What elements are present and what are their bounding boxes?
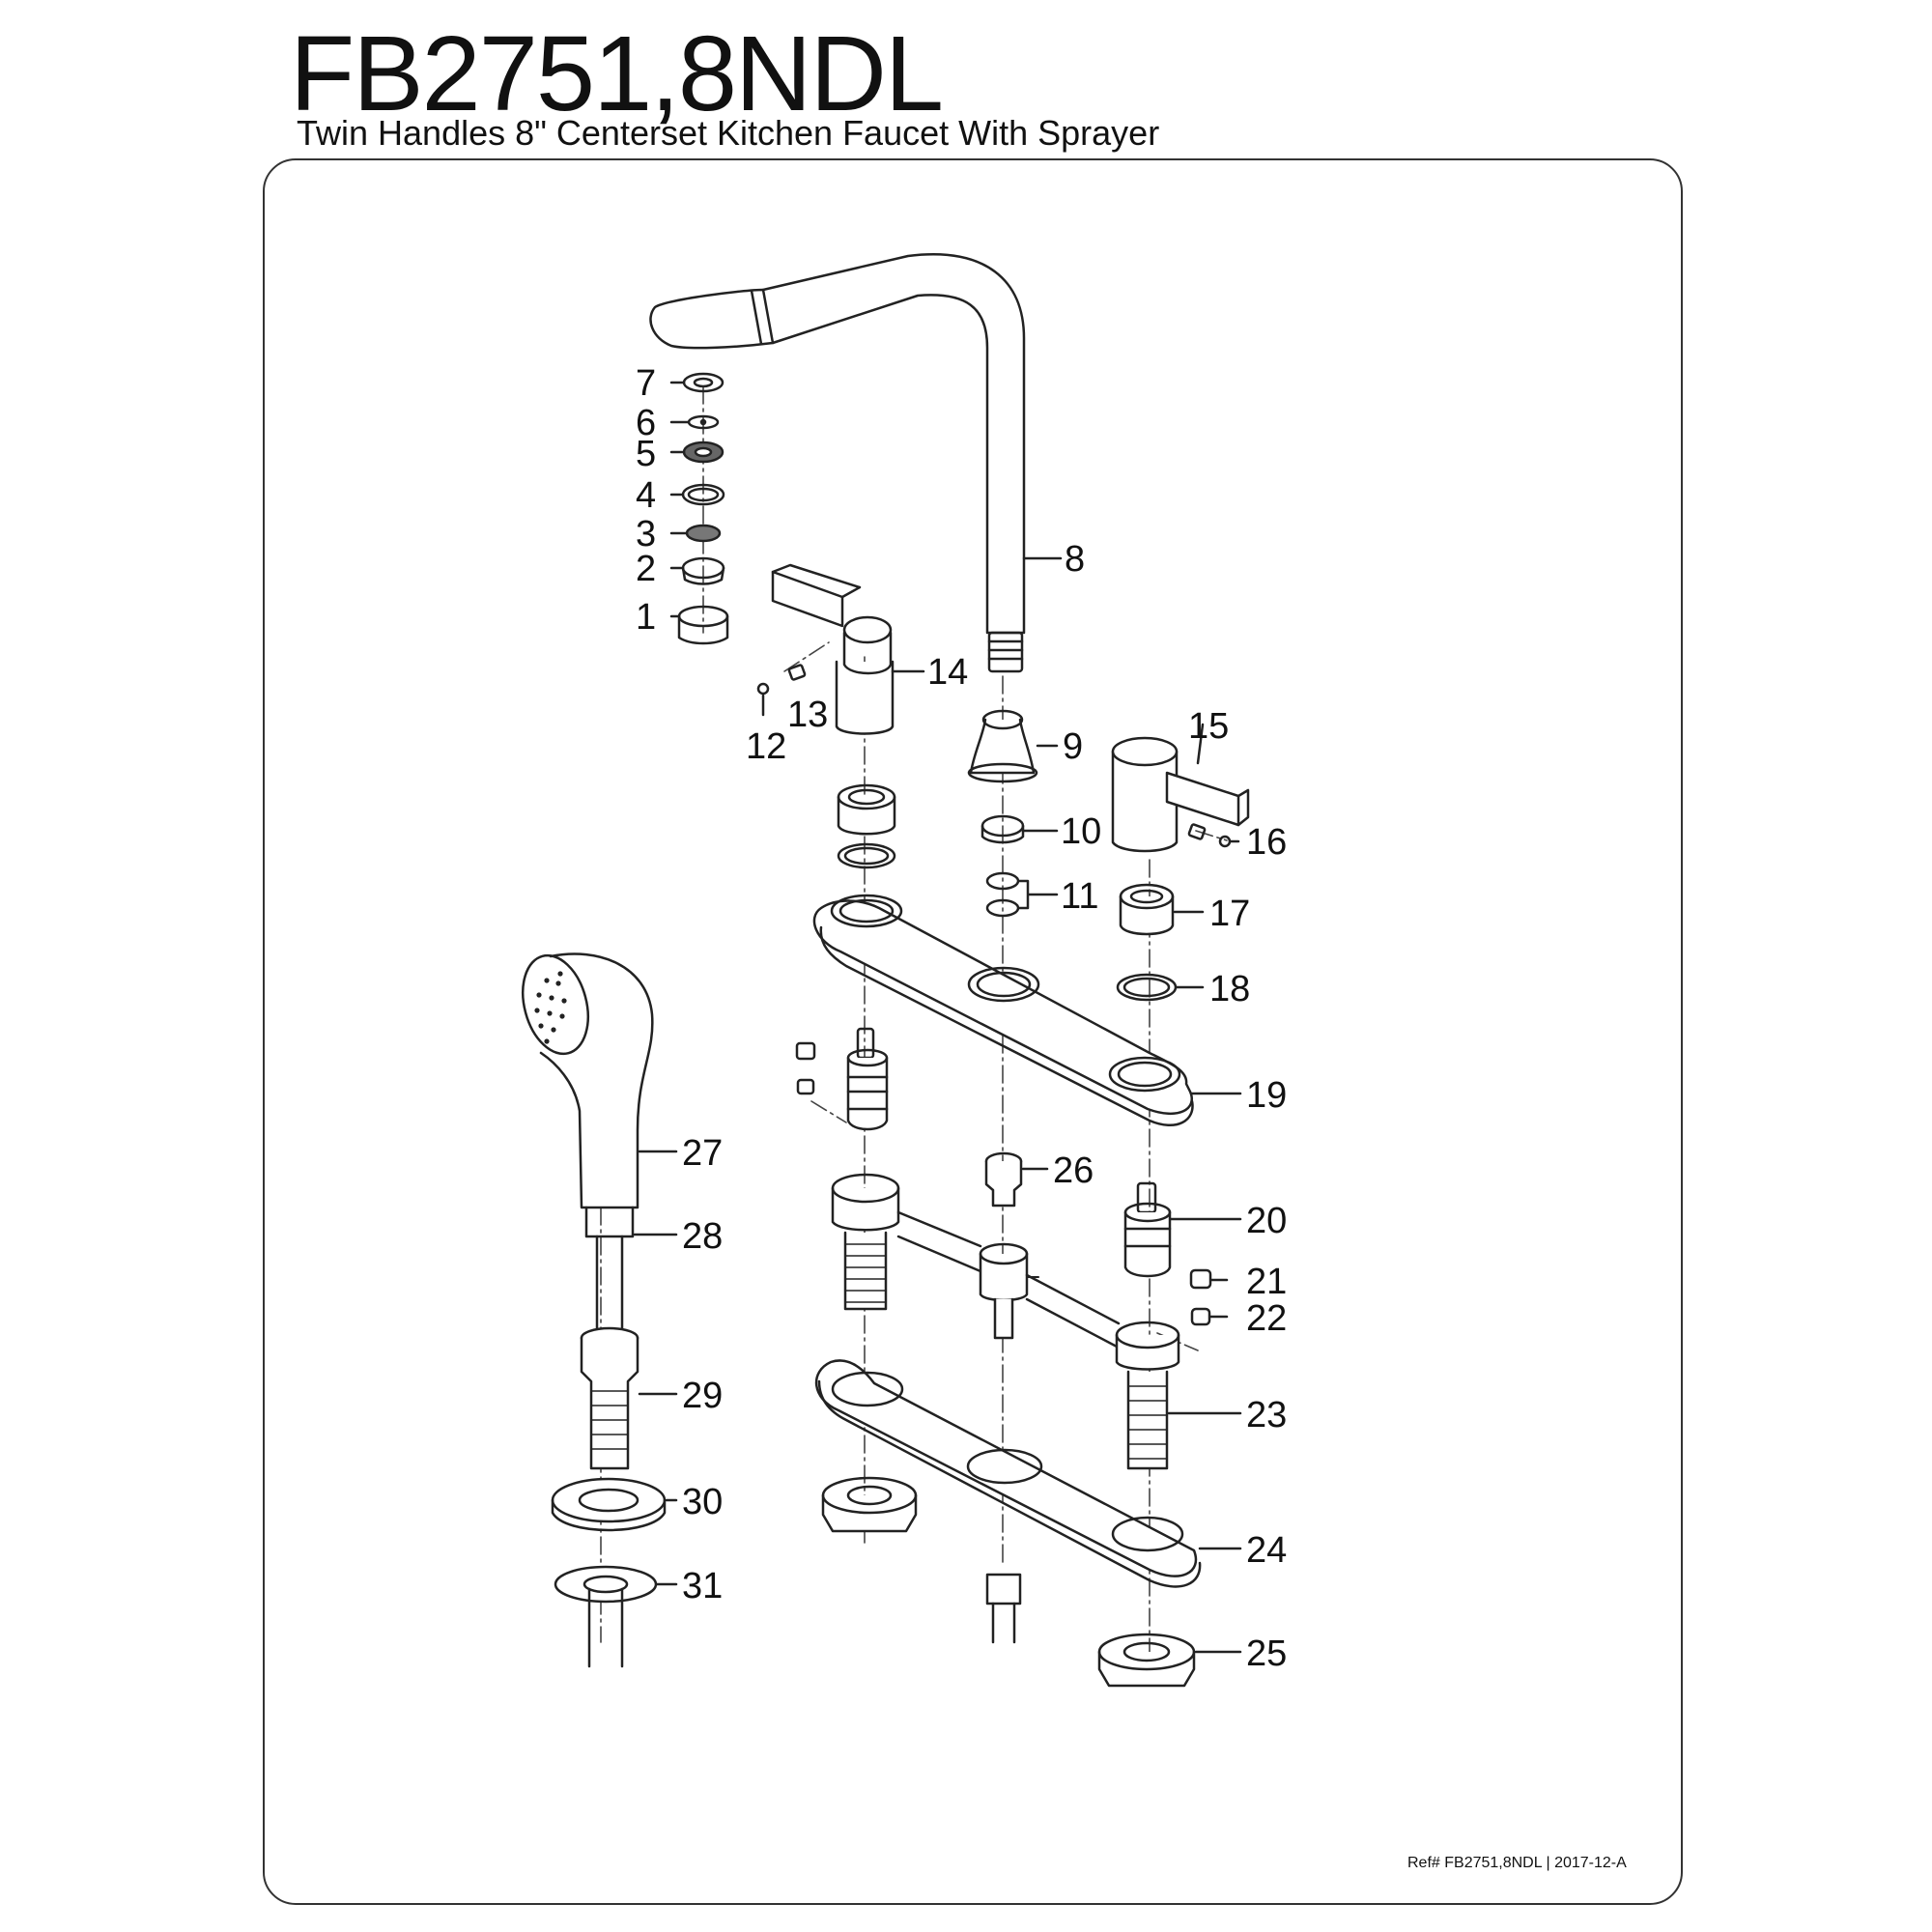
gasket-part-24 xyxy=(814,1359,1242,1588)
left-cartridge xyxy=(795,1027,889,1131)
callout-30: 30 xyxy=(682,1482,723,1522)
callout-1: 1 xyxy=(636,597,656,638)
callout-2: 2 xyxy=(636,549,656,589)
callout-13: 13 xyxy=(787,695,828,735)
lock-nut-part-25 xyxy=(1097,1633,1242,1688)
callout-9: 9 xyxy=(1063,726,1083,767)
callout-20: 20 xyxy=(1246,1201,1287,1241)
deck-plate-part-19 xyxy=(812,894,1242,1126)
callout-4: 4 xyxy=(636,475,656,516)
callout-12: 12 xyxy=(746,726,786,767)
lock-nut-left xyxy=(821,1476,918,1533)
spout-base-parts-9-11 xyxy=(967,709,1059,918)
page-subtitle: Twin Handles 8" Centerset Kitchen Faucet… xyxy=(297,113,1160,153)
callout-11: 11 xyxy=(1061,876,1098,917)
spout-part-8 xyxy=(649,253,1063,673)
sprayer-part-27 xyxy=(522,952,678,1340)
callout-17: 17 xyxy=(1209,894,1250,934)
callout-27: 27 xyxy=(682,1133,723,1174)
hose-guide-part-29 xyxy=(580,1326,678,1470)
callout-labels: 1 2 3 4 5 6 7 8 9 10 11 12 13 14 15 16 1… xyxy=(636,363,1287,1674)
callout-16: 16 xyxy=(1246,822,1287,863)
callout-31: 31 xyxy=(682,1566,723,1606)
callout-14: 14 xyxy=(927,652,968,693)
reference-number: Ref# FB2751,8NDL | 2017-12-A xyxy=(1407,1855,1627,1871)
page-title: FB2751,8NDL xyxy=(290,14,944,133)
callout-7: 7 xyxy=(636,363,656,404)
right-handle-part-15 xyxy=(1111,723,1250,853)
callout-10: 10 xyxy=(1061,811,1101,852)
valve-body-part-23 xyxy=(831,1173,1242,1470)
callout-24: 24 xyxy=(1246,1530,1287,1571)
callout-8: 8 xyxy=(1065,539,1085,580)
diverter-part-26 xyxy=(984,1151,1049,1208)
escutcheon-part-30 xyxy=(551,1477,678,1532)
left-handle-part-14 xyxy=(756,563,925,735)
callout-26: 26 xyxy=(1053,1151,1094,1191)
aerator-parts-1-7 xyxy=(669,372,729,645)
callout-28: 28 xyxy=(682,1216,723,1257)
right-nut-and-washer-parts-17-18 xyxy=(1116,883,1205,1002)
right-cartridge-part-20 xyxy=(1123,1181,1242,1326)
callout-21: 21 xyxy=(1246,1262,1287,1302)
callout-19: 19 xyxy=(1246,1075,1287,1116)
left-nut-and-washer xyxy=(837,783,896,869)
mounting-nut-part-31 xyxy=(554,1565,678,1668)
callout-15: 15 xyxy=(1188,706,1229,747)
callout-22: 22 xyxy=(1246,1298,1287,1339)
callout-29: 29 xyxy=(682,1376,723,1416)
diagram-frame xyxy=(263,158,1683,1905)
callout-25: 25 xyxy=(1246,1634,1287,1674)
callout-18: 18 xyxy=(1209,969,1250,1009)
hose-connector xyxy=(985,1573,1022,1644)
callout-5: 5 xyxy=(636,434,656,474)
callout-23: 23 xyxy=(1246,1395,1287,1435)
callout-3: 3 xyxy=(636,514,656,554)
callout-6: 6 xyxy=(636,403,656,443)
